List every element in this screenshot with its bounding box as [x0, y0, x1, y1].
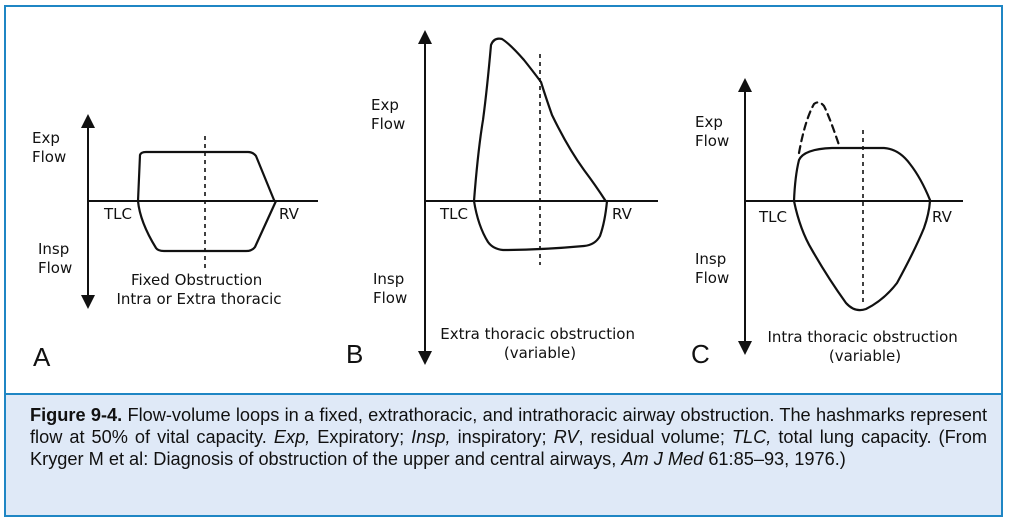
caption-text-2: Expiratory;: [310, 427, 412, 447]
panel-a-inspiratory-curve: [136, 199, 278, 253]
panel-a-tlc-label: TLC: [103, 205, 132, 223]
caption-text-4: , residual volume;: [578, 427, 732, 447]
panel-c-dashed-peak-curve: [797, 101, 842, 155]
panel-a-expiratory-curve: [136, 150, 276, 203]
panel-c-title: Intra thoracic obstruction (variable): [767, 328, 962, 365]
panel-a-title: Fixed Obstruction Intra or Extra thoraci…: [117, 271, 282, 308]
panel-c-letter: C: [691, 339, 710, 369]
caption-text-1: Flow-volume loops in a fixed, extrathora…: [30, 405, 988, 447]
panel-b-expiratory-curve: [472, 37, 607, 203]
panel-b-inspiratory-curve: [472, 199, 609, 252]
caption-journal: Am J Med: [621, 449, 704, 469]
figure-label: Figure 9-4.: [30, 405, 123, 425]
panel-b: Exp Flow Insp Flow TLC RV Extra thoracic…: [346, 30, 658, 369]
panel-c-expiratory-curve: [792, 146, 932, 203]
panel-a-insp-label: Insp Flow: [38, 240, 74, 277]
panel-c-insp-label: Insp Flow: [695, 250, 731, 287]
caption-text-3: inspiratory;: [450, 427, 554, 447]
caption-insp-abbr: Insp,: [411, 427, 451, 447]
panel-a: Exp Flow Insp Flow TLC RV Fixed Obstruct…: [32, 114, 318, 372]
caption-rv-abbr: RV: [553, 427, 579, 447]
panel-b-tlc-label: TLC: [439, 205, 468, 223]
panel-b-exp-label: Exp Flow: [371, 96, 405, 133]
panel-b-title: Extra thoracic obstruction (variable): [440, 325, 640, 362]
figure-caption: Figure 9-4. Flow-volume loops in a fixed…: [6, 393, 1001, 515]
panel-c-tlc-label: TLC: [758, 208, 787, 226]
panel-a-exp-label: Exp Flow: [32, 129, 66, 166]
panel-a-letter: A: [33, 342, 51, 372]
panel-c-exp-label: Exp Flow: [695, 113, 729, 150]
panel-c-rv-label: RV: [932, 208, 953, 226]
panel-b-insp-label: Insp Flow: [373, 270, 409, 307]
panel-c-inspiratory-curve: [792, 199, 932, 312]
caption-exp-abbr: Exp,: [273, 427, 311, 447]
caption-text-5: total lung capacity. (From Kryger M et a…: [30, 427, 988, 469]
panel-b-letter: B: [346, 339, 363, 369]
panel-a-rv-label: RV: [279, 205, 300, 223]
caption-text-6: 61:85–93, 1976.): [703, 449, 846, 469]
caption-tlc-abbr: TLC,: [731, 427, 772, 447]
panel-b-rv-label: RV: [612, 205, 633, 223]
panel-c: Exp Flow Insp Flow TLC RV Intra thoracic…: [691, 78, 963, 369]
